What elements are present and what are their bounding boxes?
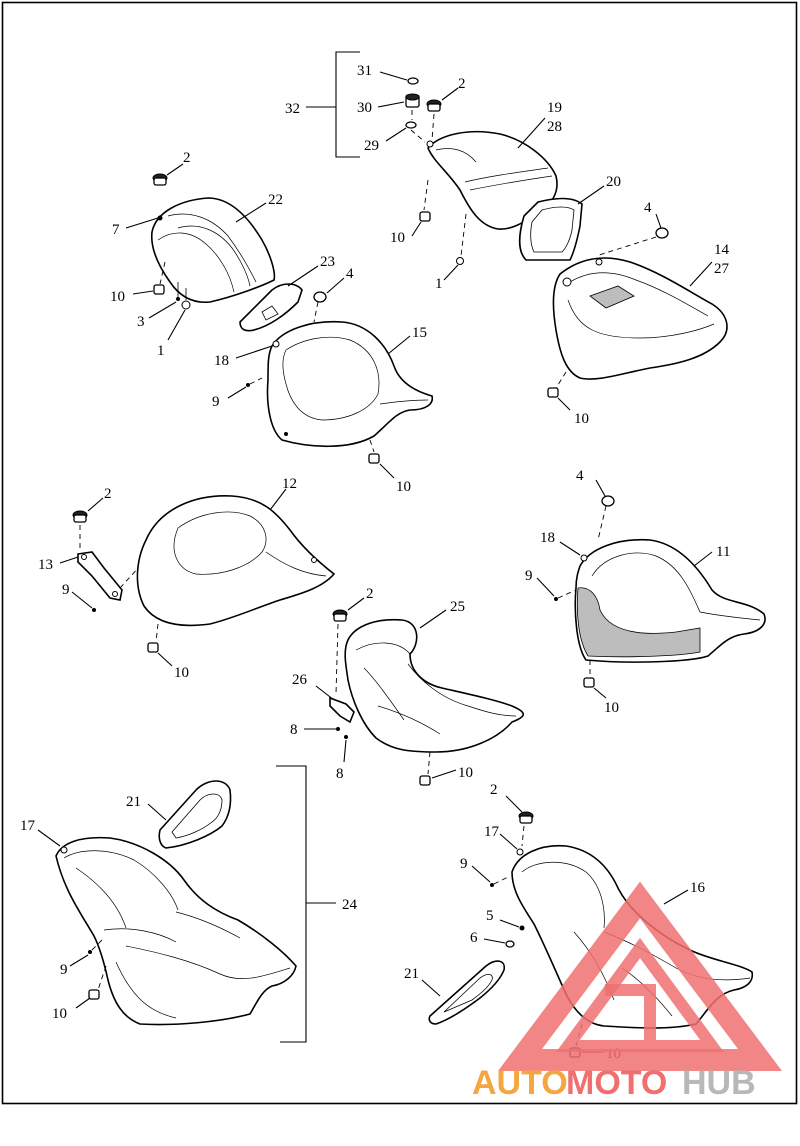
callout-9-b: 9 xyxy=(62,582,70,598)
callout-2-c: 2 xyxy=(104,486,112,502)
cap-2-left: 2 xyxy=(152,150,191,186)
seat-14: 14 27 10 xyxy=(547,242,730,427)
callout-19: 19 xyxy=(547,100,562,116)
callout-2-d: 2 xyxy=(366,586,374,602)
callout-10-d: 10 xyxy=(574,411,589,427)
callout-8-b: 8 xyxy=(336,766,344,782)
callout-1-a: 1 xyxy=(157,343,165,359)
callout-3: 3 xyxy=(137,314,145,330)
callout-10-g: 10 xyxy=(458,765,473,781)
callout-11: 11 xyxy=(716,544,730,560)
callout-17-a: 17 xyxy=(20,818,36,834)
backrest-20: 20 xyxy=(518,174,621,261)
backrest-21-right: 21 xyxy=(404,960,506,1025)
callout-24: 24 xyxy=(342,897,358,913)
callout-2-e: 2 xyxy=(490,782,498,798)
callout-10-h: 10 xyxy=(52,1006,67,1022)
cap-4-mid: 4 xyxy=(313,266,354,323)
part-31-32-hardware: 31 30 29 xyxy=(357,63,426,154)
cap-2-seat16: 2 xyxy=(490,782,534,847)
callout-22: 22 xyxy=(268,192,283,208)
callout-9-c: 9 xyxy=(525,568,533,584)
callout-25: 25 xyxy=(450,599,465,615)
callout-10-a: 10 xyxy=(110,289,125,305)
callout-16: 16 xyxy=(690,880,706,896)
callout-9-a: 9 xyxy=(212,394,220,410)
callout-30: 30 xyxy=(357,100,372,116)
callout-6: 6 xyxy=(470,930,478,946)
callout-9-d: 9 xyxy=(60,962,68,978)
callout-2-left: 2 xyxy=(183,150,191,166)
callout-8-a: 8 xyxy=(290,722,298,738)
callout-27: 27 xyxy=(714,261,730,277)
callout-32: 32 xyxy=(285,101,300,117)
callout-13: 13 xyxy=(38,557,53,573)
bracket-26: 26 8 8 xyxy=(290,672,355,782)
callout-4-c: 4 xyxy=(576,468,584,484)
seat-15: 18 15 9 10 xyxy=(212,320,434,495)
callout-group-24: 24 xyxy=(276,765,358,1043)
callout-28: 28 xyxy=(547,119,562,135)
seat-12: 12 10 xyxy=(136,476,336,681)
callout-17-b: 17 xyxy=(484,824,500,840)
cap-2-seat25: 2 xyxy=(332,586,374,695)
callout-12: 12 xyxy=(282,476,297,492)
callout-7: 7 xyxy=(112,222,120,238)
callout-18-b: 18 xyxy=(540,530,555,546)
watermark-word-moto: MOTO xyxy=(566,1064,667,1102)
callout-21-a: 21 xyxy=(126,794,141,810)
cap-2-top: 2 xyxy=(426,76,466,141)
callout-2-top: 2 xyxy=(458,76,466,92)
fasteners-seat-19: 10 1 xyxy=(390,179,467,292)
callout-23: 23 xyxy=(320,254,335,270)
fasteners-seat-22: 10 3 1 xyxy=(110,261,191,359)
callout-18-a: 18 xyxy=(214,353,229,369)
callout-1-b: 1 xyxy=(435,276,443,292)
watermark-logo: AUTO MOTO HUB xyxy=(472,881,782,1102)
callout-15: 15 xyxy=(412,325,427,341)
callout-group-32: 32 xyxy=(285,51,360,158)
callout-10-c: 10 xyxy=(396,479,411,495)
watermark-word-auto: AUTO xyxy=(472,1064,568,1102)
callout-26: 26 xyxy=(292,672,308,688)
cap-4-seat11: 4 xyxy=(576,468,615,541)
callout-14: 14 xyxy=(714,242,730,258)
callout-20: 20 xyxy=(606,174,621,190)
seat-17-24: 17 9 10 xyxy=(20,818,297,1026)
seat-22: 7 22 xyxy=(112,192,283,304)
backrest-21-left: 21 xyxy=(126,780,232,849)
watermark-word-hub: HUB xyxy=(682,1064,756,1102)
callout-9-e: 9 xyxy=(460,856,468,872)
bracket-13: 13 9 xyxy=(38,551,141,612)
callout-29: 29 xyxy=(364,138,379,154)
callout-10-f: 10 xyxy=(604,700,619,716)
callout-21-b: 21 xyxy=(404,966,419,982)
seat-11: 18 11 9 10 xyxy=(525,530,766,716)
seat-25: 25 10 xyxy=(344,599,525,786)
callout-10-e: 10 xyxy=(174,665,189,681)
callout-31: 31 xyxy=(357,63,372,79)
callout-4-a: 4 xyxy=(644,200,652,216)
cap-2-seat12: 2 xyxy=(72,486,112,548)
callout-4-b: 4 xyxy=(346,266,354,282)
callout-10-b: 10 xyxy=(390,230,405,246)
diagram-frame xyxy=(1,1,798,1105)
cap-4-right: 4 xyxy=(595,200,669,257)
pad-23: 23 xyxy=(239,254,335,332)
callout-5: 5 xyxy=(486,908,494,924)
